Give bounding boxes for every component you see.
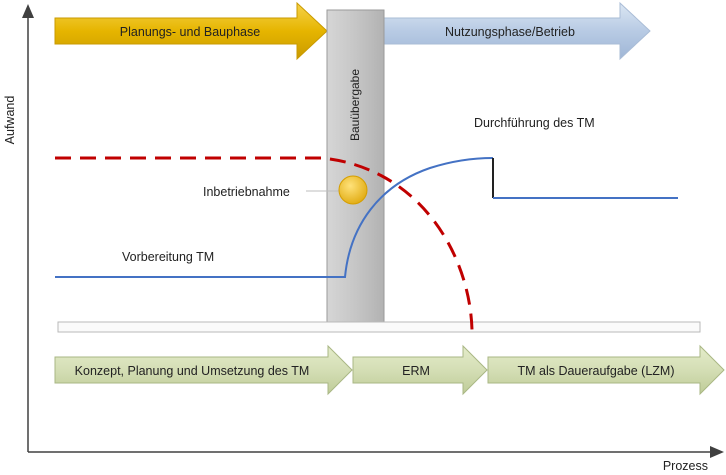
y-axis-arrowhead [22,4,34,18]
red-dashed-curve [55,156,474,331]
y-axis-label: Aufwand [3,96,17,145]
phase-label-nutzung: Nutzungsphase/Betrieb [445,25,575,39]
bottom-label-erm: ERM [402,364,430,378]
commissioning-dot [338,175,368,205]
baseline-bar [57,321,701,333]
blue-curve [55,157,494,278]
bottom-arrow-lzm [487,344,725,396]
handover-label: Bauübergabe [348,69,362,141]
x-axis-label: Prozess [663,459,708,473]
x-axis-arrowhead [710,446,724,458]
bottom-label-konzept: Konzept, Planung und Umsetzung des TM [75,364,310,378]
label-preparation: Vorbereitung TM [122,250,214,264]
phase-arrow-yellow [54,1,328,61]
handover-bar [326,9,385,325]
phase-label-planung: Planungs- und Bauphase [120,25,260,39]
bottom-arrow-erm [352,344,488,396]
bottom-arrow-konzept [54,344,353,396]
label-commissioning: Inbetriebnahme [203,185,290,199]
label-execution: Durchführung des TM [474,116,595,130]
bottom-label-lzm: TM als Daueraufgabe (LZM) [517,364,674,378]
